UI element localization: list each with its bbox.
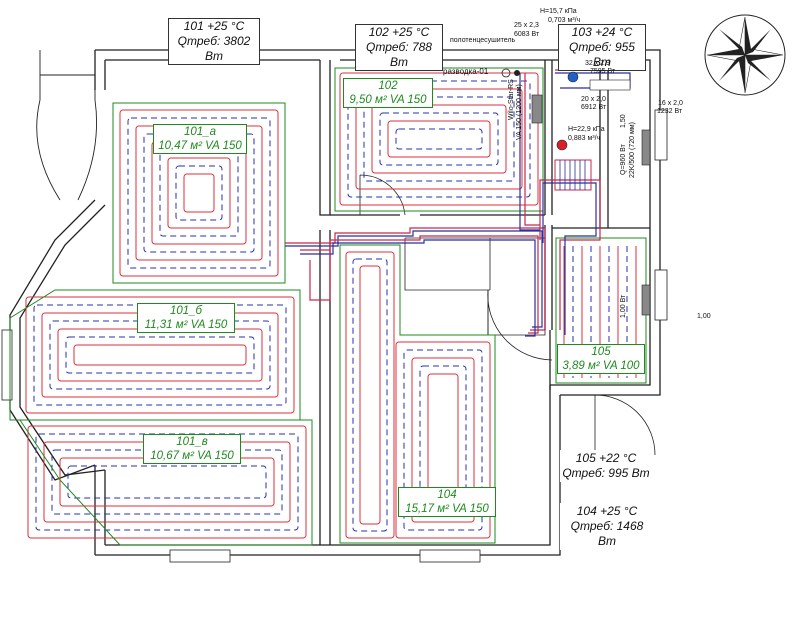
zone-104-left-loop <box>345 251 395 539</box>
room-103-temp: 103 +24 °C <box>571 25 633 39</box>
zone-101a-loop <box>151 141 247 245</box>
room-105-heat: Qтреб: 995 Вт <box>562 466 650 480</box>
note-flow-0883: 0,883 м³/ч <box>568 135 601 142</box>
note-head-22: H=22,9 кПа <box>568 126 605 133</box>
zone-101b-loop <box>65 336 255 374</box>
note-w-6912: 6912 Вт <box>581 104 607 111</box>
zone-101v-loop <box>59 457 275 507</box>
zone-101a-loop <box>127 117 271 269</box>
zone-104-main-loop <box>411 357 475 523</box>
zone-104-left-loop <box>352 258 388 532</box>
room-102-heat: Qтреб: 788 Вт <box>366 40 432 69</box>
note-w-1232: 1232 Вт <box>657 108 683 115</box>
zone-101v-loop <box>27 425 307 539</box>
zone-101v-spec: 10,67 м² VA 150 <box>150 450 234 462</box>
zone-102-loop <box>395 128 483 150</box>
note-radiator-a: 1,50 <box>620 114 627 128</box>
zone-label-102: 102 9,50 м² VA 150 <box>343 78 433 108</box>
room-101-temp: 101 +25 °C <box>183 19 245 33</box>
zone-101v-loop <box>67 465 267 499</box>
zone-104-name: 104 <box>437 489 457 501</box>
zone-101a-loop <box>159 149 239 237</box>
note-pipe-16: 16 x 2,0 <box>658 100 683 107</box>
zone-104-main-loop <box>403 349 483 531</box>
note-radiator-b: 22K/500 (720 мм) <box>629 122 636 178</box>
note-mixer: VA 150 (1200 мм) <box>516 84 523 140</box>
zone-101a-loop <box>167 157 231 229</box>
zone-104-spec: 15,17 м² VA 150 <box>405 503 489 515</box>
zone-102-loop <box>355 88 523 190</box>
note-flow-6083: 6083 Вт <box>514 31 540 38</box>
zone-102-loop <box>371 104 507 174</box>
note-distribution: разводка-01 <box>443 67 489 76</box>
entry-door <box>36 50 97 201</box>
room-label-103: 103 +24 °C Qтреб: 955 Вт <box>558 24 646 71</box>
zone-102-loop <box>387 120 491 158</box>
zone-label-105: 105 3,89 м² VA 100 <box>557 344 645 374</box>
note-flow-0703: 0,703 м³/ч <box>548 17 581 24</box>
zone-101a-loop <box>183 173 215 213</box>
room-104-heat: Qтреб: 1468 Вт <box>570 519 644 548</box>
zone-label-101v: 101_в 10,67 м² VA 150 <box>143 434 241 464</box>
zone-102-loop <box>363 96 515 182</box>
note-pump: Wilo-Star-RS <box>508 79 515 120</box>
zone-104-main-loop <box>395 341 491 539</box>
zone-105-name: 105 <box>591 346 611 358</box>
zone-label-104: 104 15,17 м² VA 150 <box>398 487 496 517</box>
zone-101a-loop <box>175 165 223 221</box>
room-label-104: 104 +25 °C Qтреб: 1468 Вт <box>560 503 654 550</box>
zone-label-101b: 101_б 11,31 м² VA 150 <box>137 303 235 333</box>
distribution-pipes <box>285 69 631 337</box>
zone-102-loop <box>347 80 531 198</box>
note-pipe-32: 32 x 2,9 <box>585 60 610 67</box>
zone-101v-loop <box>35 433 299 531</box>
room-102-temp: 102 +25 °C <box>368 25 430 39</box>
room-101-heat: Qтреб: 3802 Вт <box>177 34 251 63</box>
room-104-temp: 104 +25 °C <box>576 504 638 518</box>
zone-102-name: 102 <box>378 80 398 92</box>
zone-101a-spec: 10,47 м² VA 150 <box>158 140 242 152</box>
note-w-7595: 7595 Вт <box>590 68 616 75</box>
note-radiator-d: 1,00 Вт <box>620 294 627 318</box>
manifold <box>501 68 651 316</box>
zone-101b-loop <box>49 320 271 390</box>
room-label-105: 105 +22 °C Qтреб: 995 Вт <box>560 450 652 482</box>
note-pipe-25: 25 x 2,3 <box>514 22 539 29</box>
note-towel-rail: полотенцесушитель <box>450 37 516 44</box>
zone-101b-loop <box>73 344 247 366</box>
room-label-101: 101 +25 °C Qтреб: 3802 Вт <box>168 18 260 65</box>
staircase <box>404 237 546 336</box>
zone-104-left-loop <box>359 265 381 525</box>
room-label-102: 102 +25 °C Qтреб: 788 Вт <box>355 24 443 71</box>
zone-101b-name: 101_б <box>169 305 203 317</box>
zone-101v-name: 101_в <box>176 436 208 448</box>
note-radiator-c: Q=960 Вт <box>620 144 627 175</box>
zone-outlines <box>9 67 647 546</box>
note-head-15: H=15,7 кПа <box>540 8 577 15</box>
compass-rose <box>704 14 786 96</box>
zone-101b-spec: 11,31 м² VA 150 <box>144 319 228 331</box>
zone-102-spec: 9,50 м² VA 150 <box>349 94 427 106</box>
zone-102-loop <box>339 72 539 206</box>
zone-101b-loop <box>25 296 295 414</box>
zone-label-101a: 101_а 10,47 м² VA 150 <box>153 124 247 154</box>
room-103-heat: Qтреб: 955 Вт <box>569 40 635 69</box>
zone-105-spec: 3,89 м² VA 100 <box>562 360 640 372</box>
zone-101a-loop <box>119 109 279 277</box>
zone-101a-name: 101_а <box>184 126 216 138</box>
note-dim-100: 1,00 <box>697 313 711 320</box>
zone-102-loop <box>379 112 499 166</box>
note-pipe-20: 20 x 2,0 <box>581 96 606 103</box>
room-105-temp: 105 +22 °C <box>575 451 637 465</box>
